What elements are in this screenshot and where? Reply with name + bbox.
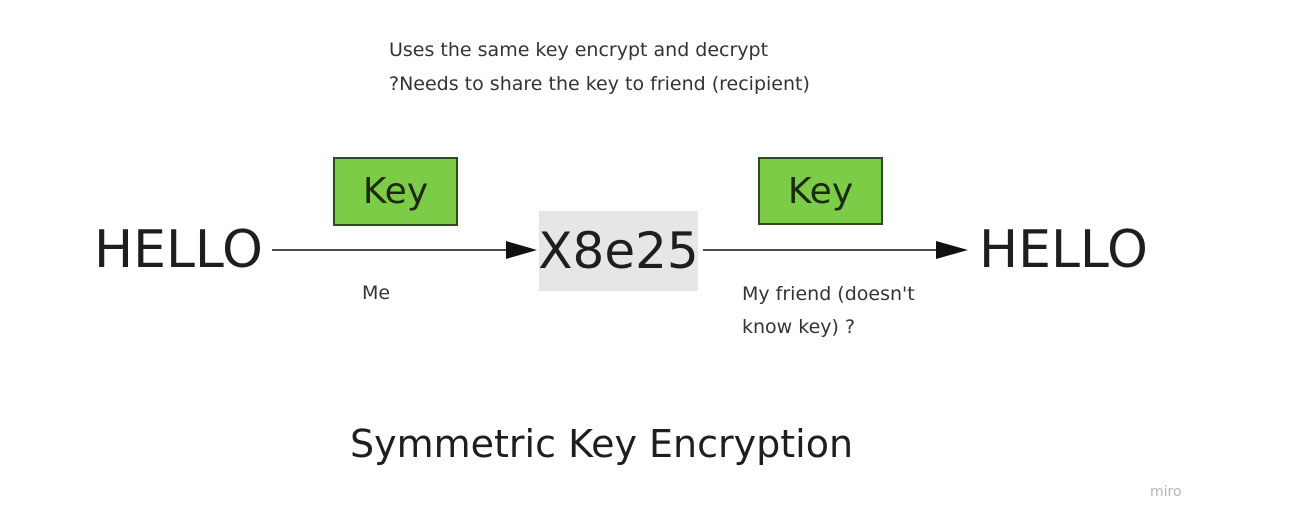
ciphertext-box: X8e25: [538, 211, 699, 291]
recipient-label-line-2: know key) ?: [742, 316, 856, 338]
key-box-decrypt: Key: [758, 157, 883, 225]
arrow-decrypt: [703, 241, 968, 259]
sender-label: Me: [362, 282, 391, 304]
key-label: Key: [787, 170, 854, 212]
miro-watermark: miro: [1150, 484, 1182, 500]
arrow-encrypt: [272, 241, 537, 259]
note-line-1: Uses the same key encrypt and decrypt: [389, 39, 769, 61]
key-label: Key: [362, 171, 429, 212]
diagram-title: Symmetric Key Encryption: [350, 422, 854, 466]
plaintext-left: HELLO: [94, 220, 263, 280]
ciphertext: X8e25: [538, 222, 699, 280]
note-line-2: ?Needs to share the key to friend (recip…: [389, 73, 810, 95]
recipient-label-line-1: My friend (doesn't: [742, 283, 915, 305]
plaintext-right: HELLO: [979, 220, 1148, 280]
key-box-encrypt: Key: [333, 157, 458, 226]
